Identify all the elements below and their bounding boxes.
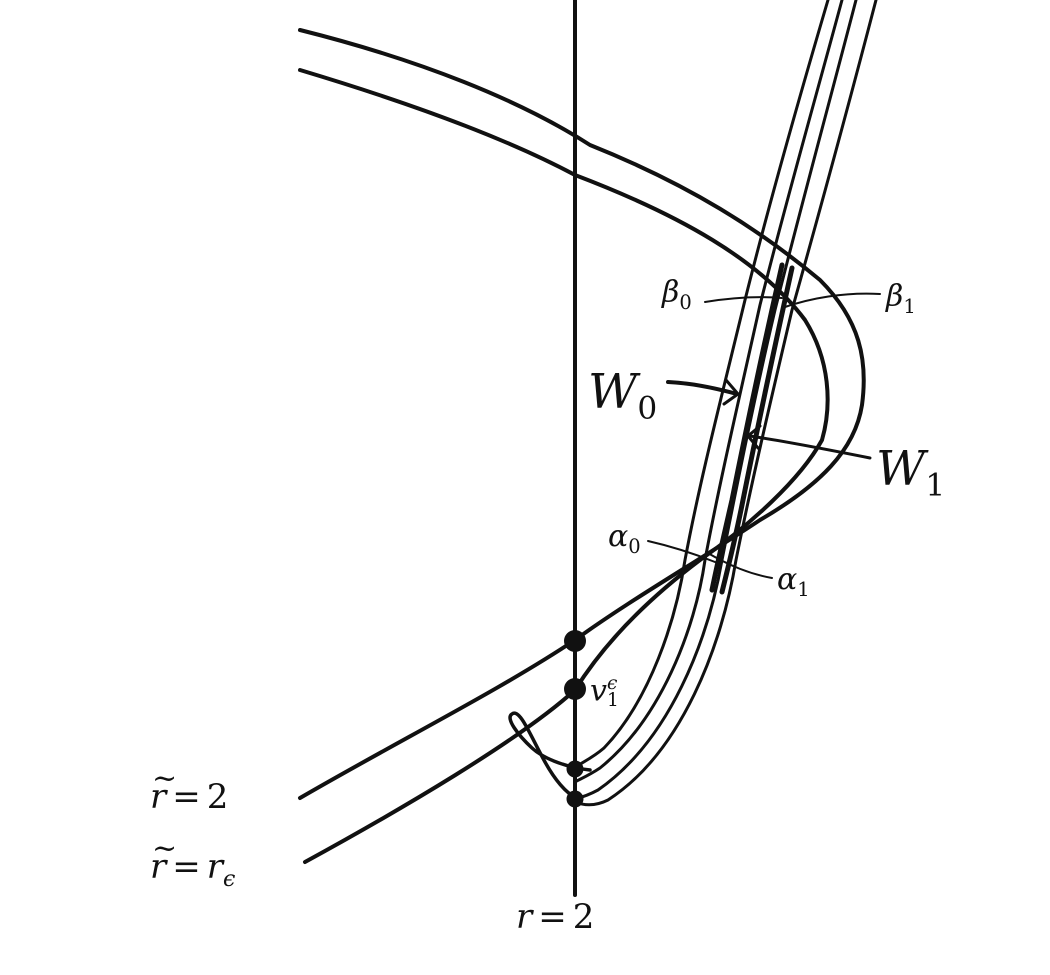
w0-symbol: W [588, 364, 638, 420]
label-rtilde-2: r~=2 [150, 764, 229, 817]
label-alpha0: α0 [608, 522, 641, 557]
label-alpha1: α1 [777, 565, 810, 600]
w0-arrow [666, 380, 739, 396]
w1-subscript: 1 [925, 467, 946, 504]
curve-rtilde-reps [298, 68, 830, 864]
r2-equals: = [538, 897, 567, 937]
v1eps-symbol: v [590, 673, 607, 709]
label-r-2: r=2 [516, 900, 594, 934]
rtilde2-var: r [150, 777, 167, 817]
point-strand-upper [566, 760, 584, 778]
point-strand-lower [566, 790, 584, 808]
alpha0-symbol: α [608, 519, 629, 554]
rtildereps-equals: = [172, 847, 201, 887]
point-intersect-rtilde2 [564, 630, 586, 652]
r2-var: r [516, 897, 533, 937]
rtildereps-var: r [150, 847, 167, 887]
point-v1-eps [564, 678, 586, 700]
v1eps-superscript: ϵ [606, 673, 618, 694]
r2-value: 2 [572, 897, 595, 937]
beta0-symbol: β [662, 275, 680, 310]
alpha1-symbol: α [777, 562, 798, 597]
beta0-connector [704, 296, 783, 303]
rtilde2-tilde: ~ [152, 761, 178, 796]
rtilde2-value: 2 [206, 777, 229, 817]
strand-w0 [709, 262, 785, 593]
strand-2 [573, 0, 844, 784]
label-w1: W1 [876, 445, 945, 502]
curve-rtilde-2 [298, 28, 866, 800]
w1-symbol: W [876, 441, 926, 497]
w1-arrow [748, 434, 872, 460]
beta0-subscript: 0 [679, 291, 692, 314]
label-w0: W0 [588, 368, 657, 425]
rtildereps-tilde: ~ [152, 831, 178, 866]
label-beta0: β0 [662, 278, 692, 313]
w0-arrowhead [722, 378, 740, 406]
label-rtilde-reps: r~=rϵ [150, 834, 236, 892]
strand-1 [573, 0, 830, 770]
v1eps-subscript: 1 [606, 689, 619, 711]
strand-4 [573, 0, 878, 807]
alpha0-subscript: 0 [628, 535, 641, 558]
rtilde2-equals: = [172, 777, 201, 817]
w1-arrowhead [746, 424, 762, 450]
strand-w1 [719, 265, 795, 595]
beta1-subscript: 1 [903, 295, 916, 318]
rtildereps-value: r [206, 847, 224, 887]
alpha1-subscript: 1 [797, 578, 810, 601]
alpha1-connector [705, 551, 773, 579]
w0-subscript: 0 [637, 390, 658, 427]
beta1-symbol: β [886, 279, 904, 314]
beta1-connector [781, 292, 881, 309]
alpha0-connector [647, 540, 716, 563]
hook-loop [508, 711, 592, 800]
label-beta1: β1 [886, 282, 916, 317]
rtildereps-value-subscript: ϵ [223, 865, 236, 892]
